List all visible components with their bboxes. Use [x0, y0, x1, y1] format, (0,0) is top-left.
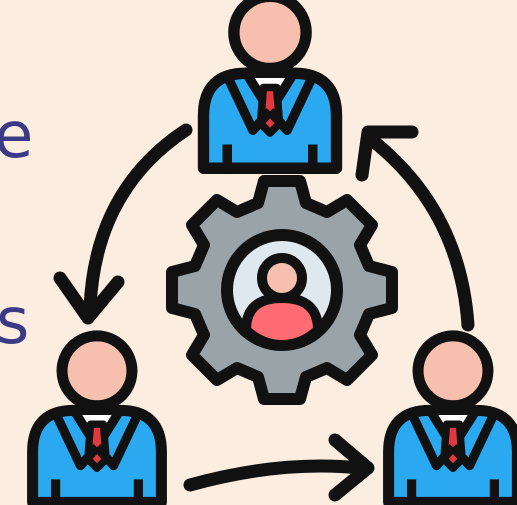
cycle-arrows-icon	[53, 123, 475, 502]
text-fragment-top: e	[0, 99, 34, 173]
person-right-icon	[389, 336, 517, 503]
text-fragment-bottom: s	[0, 285, 30, 359]
person-left-icon	[33, 336, 162, 503]
gear-icon	[166, 175, 398, 405]
person-top-icon	[204, 0, 337, 168]
